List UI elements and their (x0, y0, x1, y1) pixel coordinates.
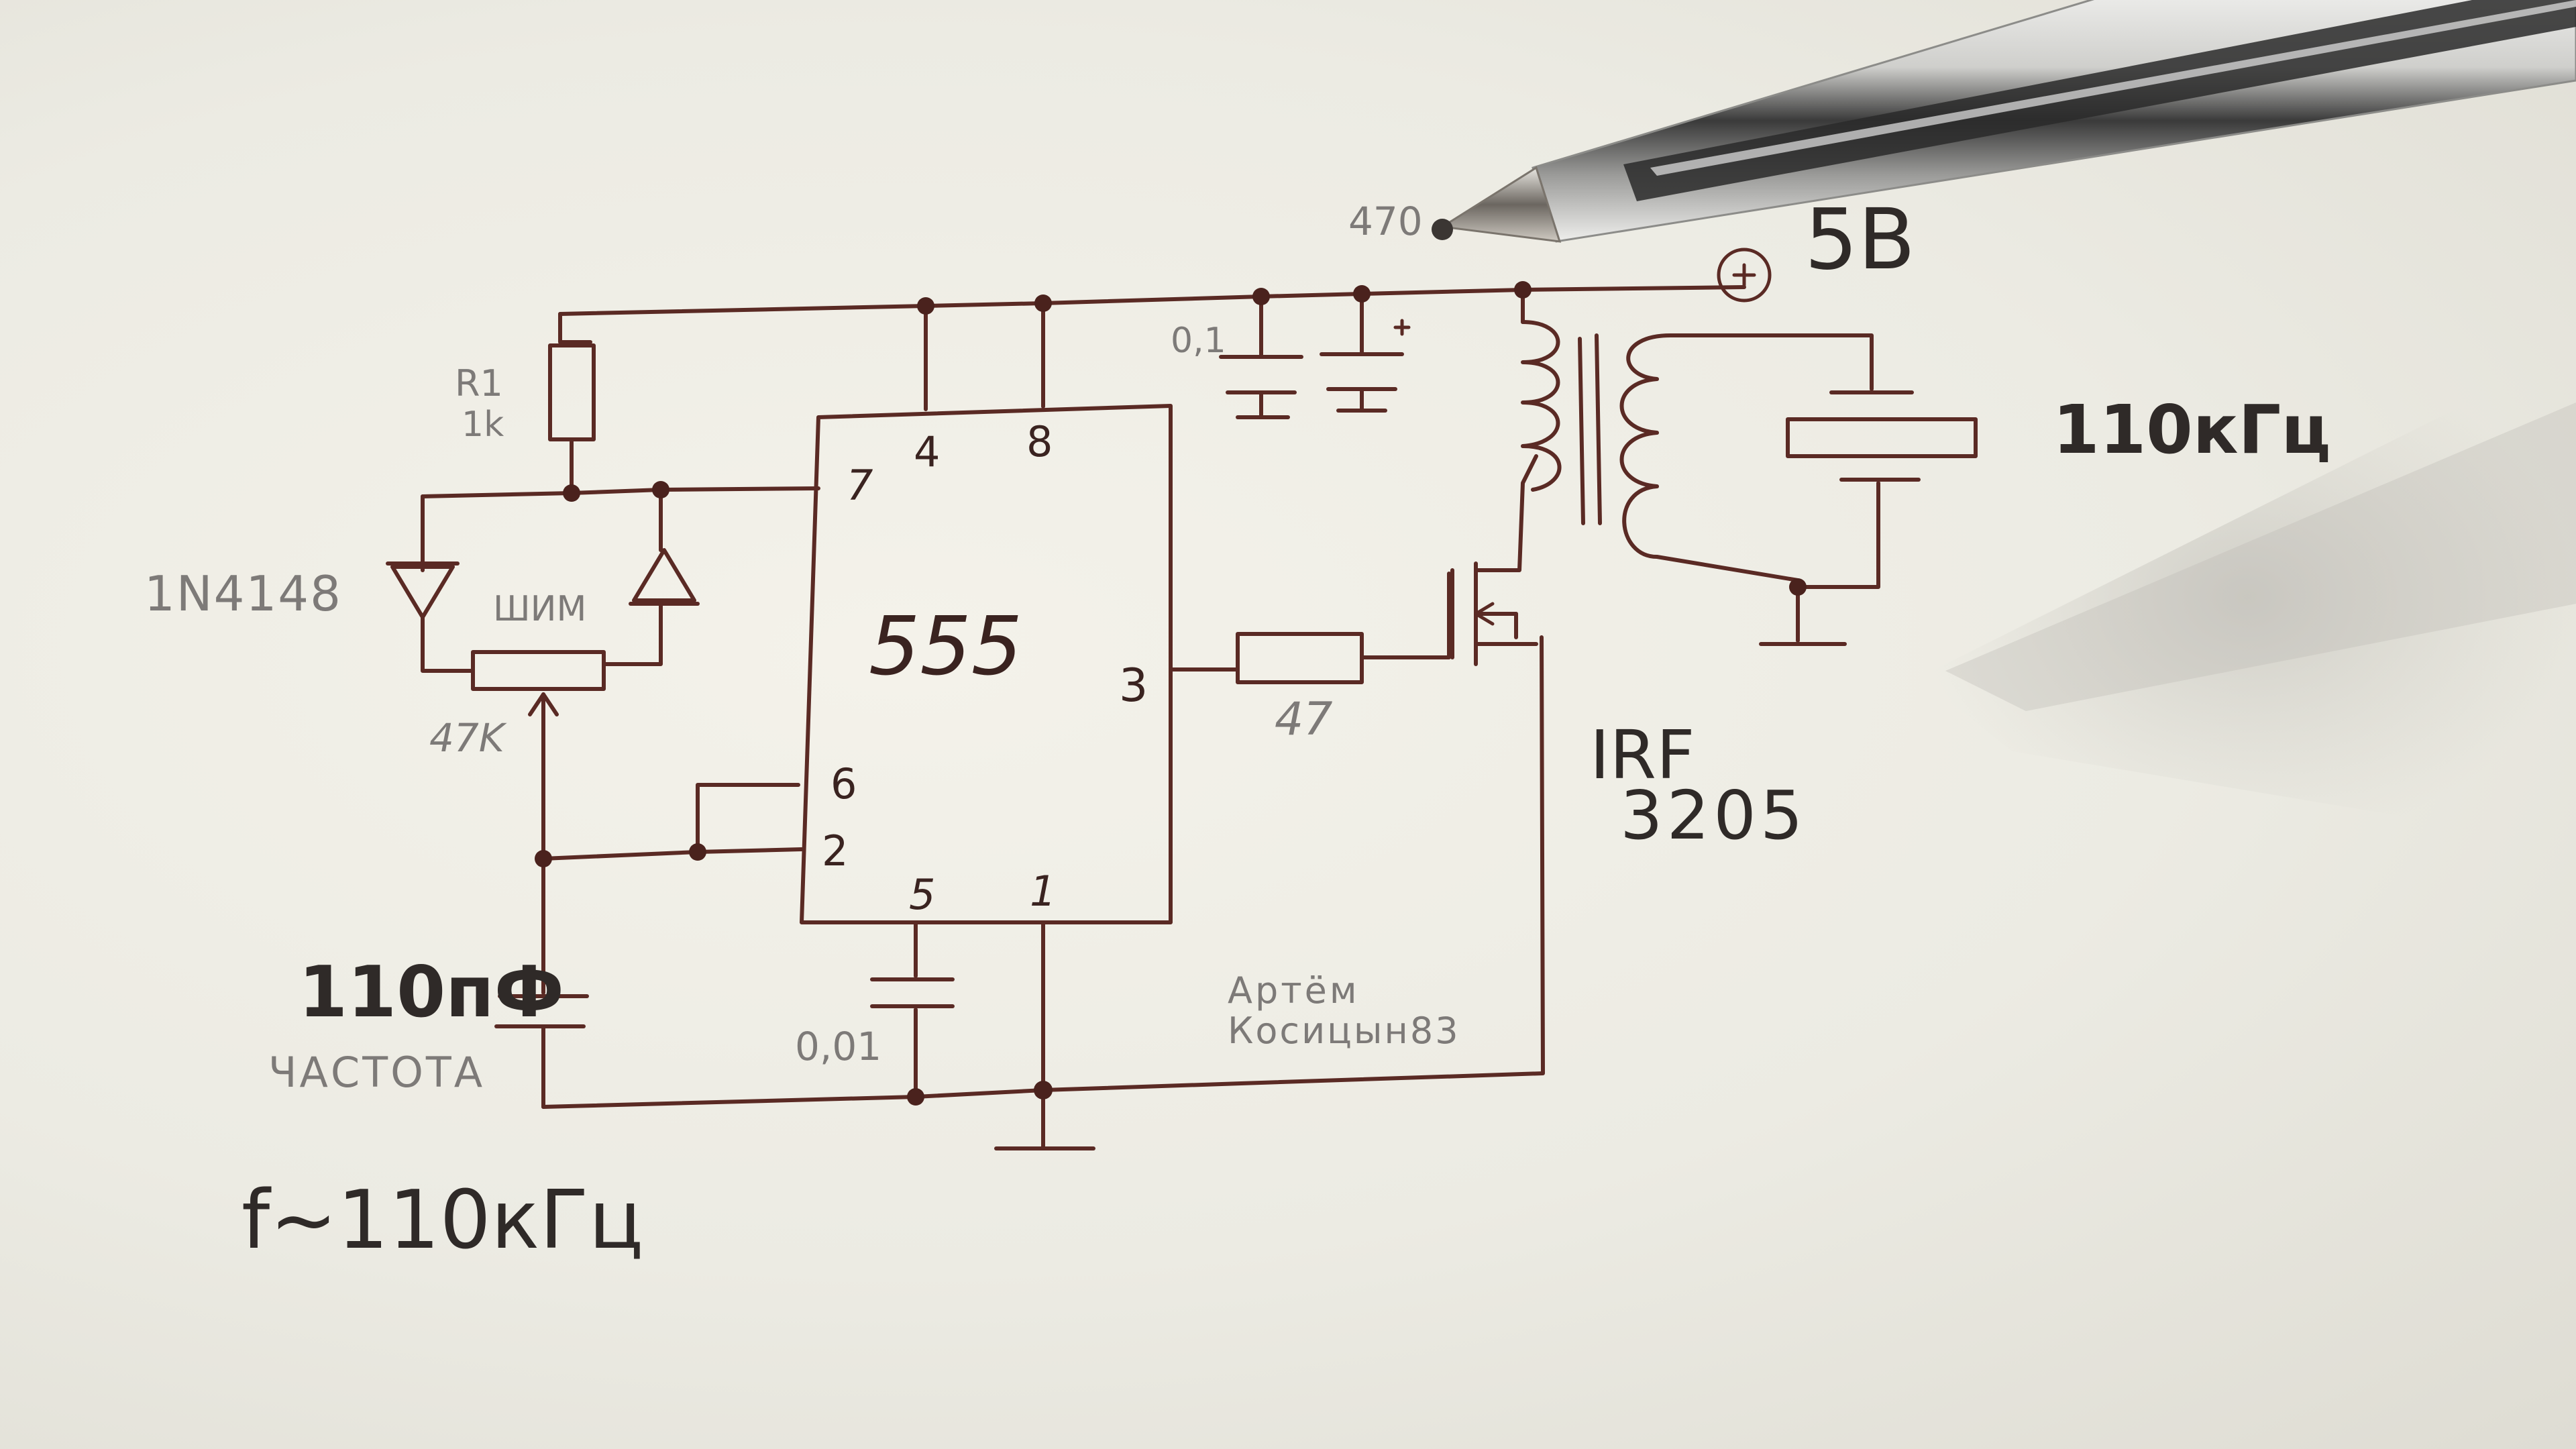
resonator-freq-label: 110кГц (2053, 390, 2330, 469)
cap-0-01-label: 0,01 (795, 1024, 881, 1069)
ballpoint-pen (1432, 0, 2576, 243)
pin-2-label: 2 (822, 826, 848, 875)
diode-label: 1N4148 (144, 566, 342, 622)
circuit-wires (386, 248, 1978, 1150)
pot-value-label: 47K (429, 715, 507, 761)
mosfet-label-line1: IRF (1590, 716, 1695, 794)
author-line2: Косицын83 (1228, 1010, 1460, 1052)
pin-5-label: 5 (909, 870, 935, 919)
pin-6-label: 6 (830, 759, 857, 808)
cap-0-1-label: 0,1 (1171, 321, 1226, 361)
pwm-label: ШИМ (493, 589, 586, 629)
timing-cap-label: 110пФ (299, 951, 564, 1033)
author-line1: Артём (1228, 969, 1360, 1012)
supply-label: 5В (1805, 191, 1915, 288)
r1-value-label: 1k (462, 405, 504, 445)
pen-shadow (1919, 349, 2576, 845)
freq-note: f~110кГц (241, 1174, 643, 1267)
junction-dots (535, 281, 1807, 1106)
pin-1-label: 1 (1030, 867, 1056, 916)
pin-3-label: 3 (1119, 659, 1148, 712)
pencil-470-label: 470 (1348, 199, 1423, 244)
chip-label: 555 (869, 600, 1022, 694)
pin-8-label: 8 (1026, 417, 1053, 466)
schematic-labels: 555 4 8 7 3 6 2 5 1 R1 1k 1N4148 ШИМ 47K… (144, 191, 2330, 1267)
gate-resistor-label: 47 (1275, 693, 1333, 746)
pin-4-label: 4 (914, 427, 940, 476)
mosfet-label-line2: 3205 (1620, 776, 1807, 855)
r1-name-label: R1 (455, 362, 503, 405)
timing-cap-caption: ЧАСТОТА (268, 1048, 485, 1097)
pin-7-label: 7 (847, 461, 873, 510)
